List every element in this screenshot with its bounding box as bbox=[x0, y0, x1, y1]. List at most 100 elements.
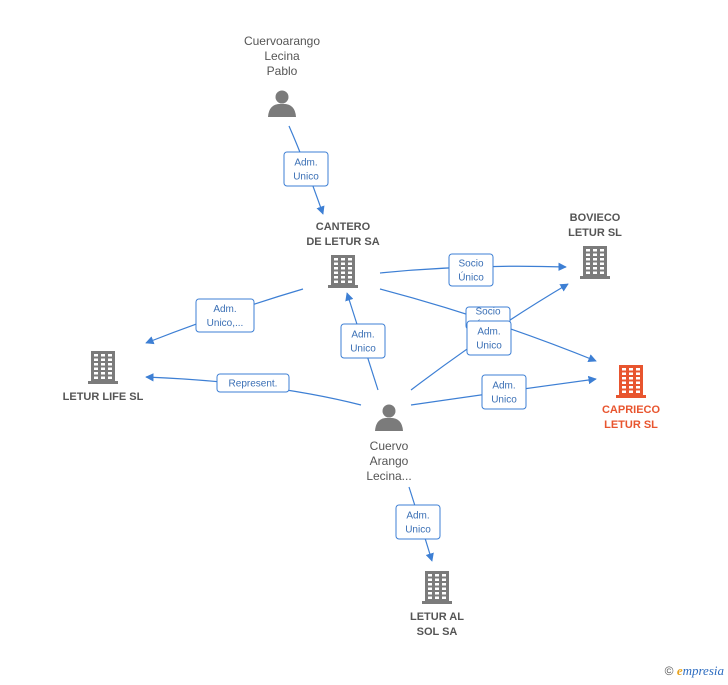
building-window bbox=[586, 271, 590, 274]
building-icon bbox=[88, 351, 118, 384]
edge-label-e8[interactable]: Adm. Unico bbox=[481, 374, 527, 410]
edge-label-e6[interactable]: Represent. bbox=[216, 373, 290, 393]
edge-label-text: Adm. bbox=[492, 381, 515, 392]
building-window bbox=[108, 367, 112, 370]
building-window bbox=[334, 271, 338, 274]
building-base bbox=[88, 381, 118, 384]
building-window bbox=[341, 258, 345, 261]
edge-label-text: Unico bbox=[350, 344, 376, 355]
edge-label-e1[interactable]: Adm.Unico bbox=[283, 151, 329, 187]
node-label: Cuervoarango bbox=[244, 34, 320, 48]
building-window bbox=[108, 372, 112, 375]
building-window bbox=[94, 367, 98, 370]
edge-label-text: Unico,... bbox=[207, 318, 244, 329]
node-label: Arango bbox=[370, 454, 409, 468]
edge-label-text: Unico bbox=[491, 395, 517, 406]
building-window bbox=[428, 596, 432, 599]
building-window bbox=[600, 258, 604, 261]
edge-label-text: Adm. bbox=[294, 158, 317, 169]
node-label: Cuervo bbox=[370, 439, 409, 453]
building-window bbox=[428, 574, 432, 577]
building-window bbox=[348, 280, 352, 283]
edge-label-text: Socio bbox=[458, 259, 483, 270]
building-window bbox=[593, 271, 597, 274]
building-window bbox=[428, 583, 432, 586]
building-icon bbox=[328, 255, 358, 288]
building-window bbox=[101, 372, 105, 375]
edge-label-e3[interactable]: Adm. Unico,... bbox=[195, 298, 255, 333]
building-window bbox=[636, 386, 640, 389]
building-window bbox=[600, 271, 604, 274]
building-window bbox=[636, 368, 640, 371]
edge-label-e7[interactable]: Adm.Unico bbox=[466, 320, 512, 356]
copyright-symbol: © bbox=[664, 664, 674, 678]
edge-label-box bbox=[448, 253, 494, 287]
edge-label-text: Único bbox=[458, 271, 484, 284]
building-window bbox=[629, 372, 633, 375]
edge-label-text: Adm. bbox=[213, 304, 236, 315]
building-window bbox=[442, 592, 446, 595]
edge-label-box bbox=[195, 298, 255, 333]
building-window bbox=[348, 258, 352, 261]
building-window bbox=[435, 596, 439, 599]
building-window bbox=[101, 376, 105, 379]
building-window bbox=[593, 249, 597, 252]
building-window bbox=[428, 578, 432, 581]
node-label: SOL SA bbox=[417, 626, 458, 638]
building-window bbox=[629, 377, 633, 380]
building-window bbox=[348, 262, 352, 265]
building-window bbox=[334, 258, 338, 261]
building-window bbox=[600, 253, 604, 256]
person-icon bbox=[375, 404, 403, 431]
person-head bbox=[382, 404, 396, 418]
building-window bbox=[600, 249, 604, 252]
building-icon bbox=[616, 365, 646, 398]
node-label: LETUR AL bbox=[410, 611, 464, 623]
building-window bbox=[600, 262, 604, 265]
building-window bbox=[108, 376, 112, 379]
node-label: LETUR LIFE SL bbox=[63, 391, 144, 403]
building-window bbox=[629, 390, 633, 393]
building-window bbox=[341, 262, 345, 265]
building-window bbox=[341, 276, 345, 279]
node-label: Lecina bbox=[264, 49, 300, 63]
node-letur-life[interactable]: LETUR LIFE SL bbox=[63, 351, 144, 403]
watermark: © empresia bbox=[665, 663, 724, 679]
building-window bbox=[622, 390, 626, 393]
node-cuervo[interactable]: CuervoArangoLecina... bbox=[366, 404, 412, 484]
node-label: Lecina... bbox=[366, 469, 411, 483]
edge-label-e5[interactable]: Adm.Unico bbox=[340, 323, 386, 359]
edge-label-box bbox=[340, 323, 386, 359]
building-window bbox=[622, 381, 626, 384]
building-window bbox=[341, 280, 345, 283]
building-window bbox=[341, 267, 345, 270]
building-window bbox=[435, 574, 439, 577]
node-letur-al-sol[interactable]: LETUR AL SOL SA bbox=[410, 571, 464, 638]
building-window bbox=[636, 377, 640, 380]
edge-label-box bbox=[216, 373, 290, 393]
edge-label-e9[interactable]: Adm.Unico bbox=[395, 504, 441, 540]
building-window bbox=[442, 574, 446, 577]
edge-label-text: Unico bbox=[476, 341, 502, 352]
node-label: Pablo bbox=[267, 64, 298, 78]
edge-label-text: Represent. bbox=[229, 379, 278, 390]
building-window bbox=[348, 276, 352, 279]
building-window bbox=[442, 587, 446, 590]
building-window bbox=[435, 592, 439, 595]
building-window bbox=[593, 262, 597, 265]
node-label: DE LETUR SA bbox=[306, 236, 379, 248]
building-window bbox=[622, 377, 626, 380]
building-window bbox=[435, 583, 439, 586]
edge-label-box bbox=[466, 320, 512, 356]
building-window bbox=[586, 258, 590, 261]
building-window bbox=[101, 354, 105, 357]
building-window bbox=[428, 587, 432, 590]
building-window bbox=[636, 390, 640, 393]
brand-logo[interactable]: empresia bbox=[677, 663, 724, 678]
